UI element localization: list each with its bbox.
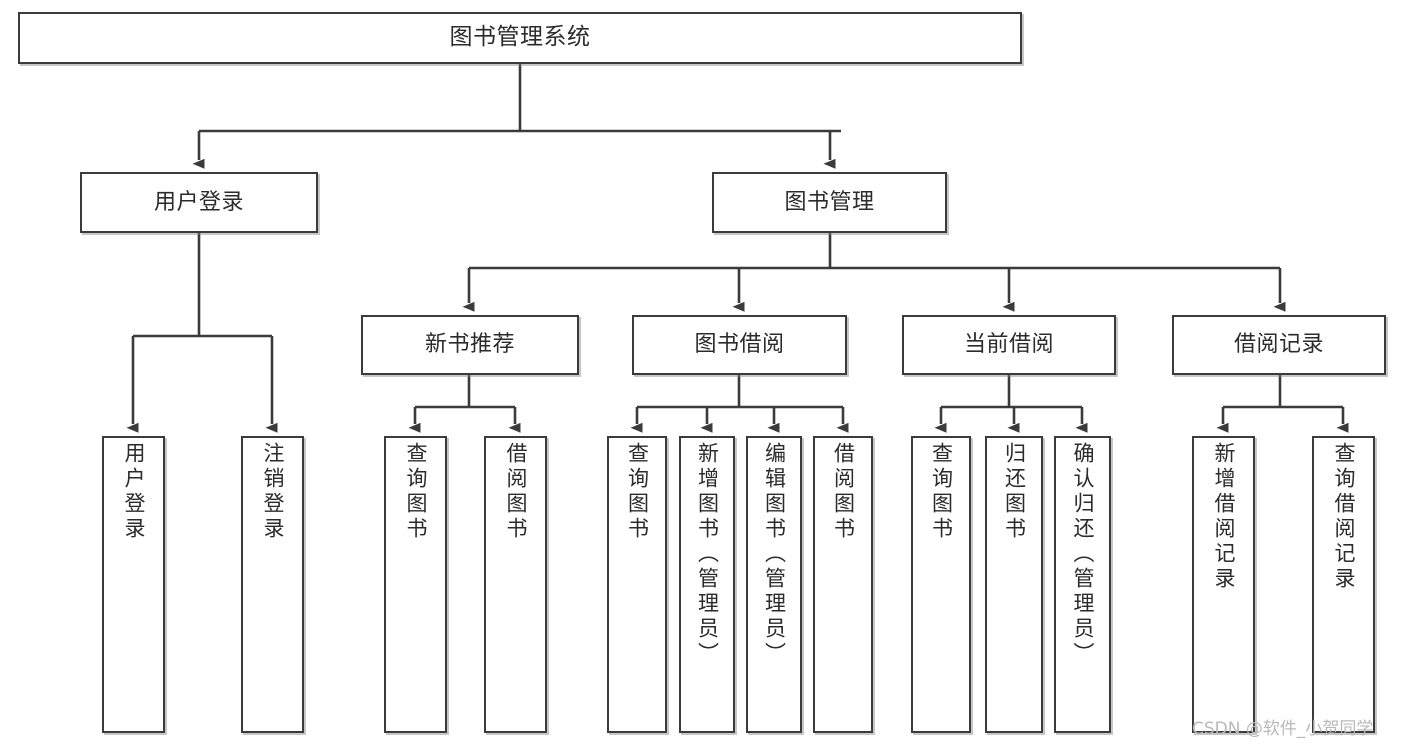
leaf-query-book-3-label: 查询图书 <box>929 442 954 542</box>
leaf-edit-book-label: 编辑图书（管理员） <box>762 442 787 667</box>
node-new-book-rec[interactable]: 新书推荐 <box>361 315 579 375</box>
leaf-query-record[interactable]: 查询借阅记录 <box>1312 436 1375 733</box>
leaf-user-login-label: 用户登录 <box>122 442 146 542</box>
node-new-book-rec-label: 新书推荐 <box>424 332 515 358</box>
node-current-borrow-label: 当前借阅 <box>963 332 1054 358</box>
leaf-add-record[interactable]: 新增借阅记录 <box>1192 436 1255 733</box>
node-root[interactable]: 图书管理系统 <box>18 12 1022 64</box>
leaf-query-book-2[interactable]: 查询图书 <box>607 436 667 733</box>
node-borrow-record[interactable]: 借阅记录 <box>1172 315 1386 375</box>
node-root-label: 图书管理系统 <box>449 24 591 51</box>
leaf-add-book[interactable]: 新增图书（管理员） <box>679 436 735 733</box>
leaf-return-book-label: 归还图书 <box>1002 442 1027 542</box>
leaf-borrow-book-1-label: 借阅图书 <box>504 442 528 542</box>
leaf-confirm-return-label: 确认归还（管理员） <box>1071 442 1095 667</box>
node-user-login-label: 用户登录 <box>153 189 244 215</box>
leaf-borrow-book-2-label: 借阅图书 <box>831 442 856 542</box>
leaf-add-record-label: 新增借阅记录 <box>1212 442 1236 592</box>
node-current-borrow[interactable]: 当前借阅 <box>902 315 1116 375</box>
leaf-borrow-book-2[interactable]: 借阅图书 <box>813 436 873 733</box>
leaf-confirm-return[interactable]: 确认归还（管理员） <box>1054 436 1111 733</box>
leaf-query-book-1[interactable]: 查询图书 <box>384 436 447 733</box>
leaf-edit-book[interactable]: 编辑图书（管理员） <box>746 436 802 733</box>
leaf-query-book-1-label: 查询图书 <box>404 442 428 542</box>
node-book-manage[interactable]: 图书管理 <box>712 172 947 233</box>
leaf-query-book-3[interactable]: 查询图书 <box>911 436 971 733</box>
node-user-login[interactable]: 用户登录 <box>80 172 318 233</box>
node-book-borrow[interactable]: 图书借阅 <box>632 315 847 375</box>
csdn-watermark: CSDN @软件_小贺同学 <box>1192 719 1374 739</box>
leaf-user-logout-label: 注销登录 <box>261 442 285 542</box>
node-book-borrow-label: 图书借阅 <box>694 332 785 358</box>
leaf-query-book-2-label: 查询图书 <box>625 442 650 542</box>
leaf-borrow-book-1[interactable]: 借阅图书 <box>484 436 547 733</box>
leaf-query-record-label: 查询借阅记录 <box>1332 442 1356 592</box>
node-book-manage-label: 图书管理 <box>784 189 875 215</box>
leaf-user-login[interactable]: 用户登录 <box>102 436 165 733</box>
leaf-user-logout[interactable]: 注销登录 <box>241 436 304 733</box>
leaf-add-book-label: 新增图书（管理员） <box>695 442 720 667</box>
leaf-return-book[interactable]: 归还图书 <box>985 436 1043 733</box>
node-borrow-record-label: 借阅记录 <box>1233 332 1324 358</box>
